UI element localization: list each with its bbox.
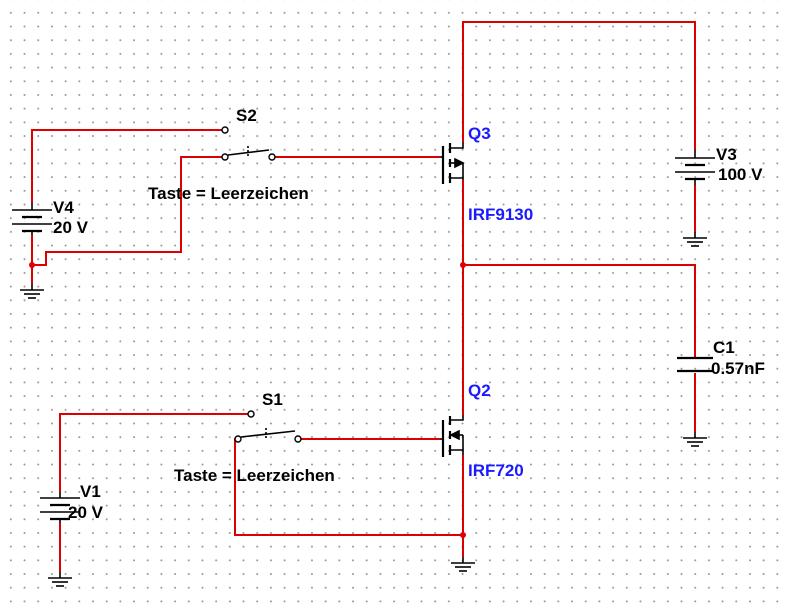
s2-key-label: Taste = Leerzeichen xyxy=(148,184,309,203)
s1-key-label: Taste = Leerzeichen xyxy=(174,466,335,485)
s2-ref-label: S2 xyxy=(236,106,257,125)
p-channel-mosfet-icon xyxy=(440,142,465,184)
battery-icon xyxy=(675,150,715,185)
junctions xyxy=(29,262,466,538)
v3-ref-label: V3 xyxy=(716,145,737,164)
ground-icon xyxy=(451,557,475,572)
junction-q2-source xyxy=(460,532,466,538)
v3-value-label: 100 V xyxy=(718,165,763,184)
q2-ref-label: Q2 xyxy=(468,381,491,400)
v1-ref-label: V1 xyxy=(80,482,101,501)
junction-output-node xyxy=(460,262,466,268)
wire-s2-common[interactable] xyxy=(32,156,225,266)
wire-s1-common[interactable] xyxy=(234,438,463,536)
mosfet-q2[interactable]: Q2 IRF720 xyxy=(440,381,524,480)
v4-ref-label: V4 xyxy=(53,198,74,217)
capacitor-c1[interactable]: C1 0.57nF xyxy=(677,338,765,378)
capacitor-icon xyxy=(677,356,713,373)
v4-value-label: 20 V xyxy=(53,218,89,237)
junction-v4-neg xyxy=(29,262,35,268)
switch-s2[interactable]: S2 Taste = Leerzeichen xyxy=(148,106,309,203)
ground-icon xyxy=(683,232,707,247)
v1-value-label: 20 V xyxy=(68,503,104,522)
q3-ref-label: Q3 xyxy=(468,124,491,143)
battery-icon xyxy=(12,203,52,235)
battery-v3[interactable]: V3 100 V xyxy=(675,145,763,185)
c1-ref-label: C1 xyxy=(713,338,735,357)
battery-v1[interactable]: V1 20 V xyxy=(40,482,104,523)
ground-icon xyxy=(683,432,707,447)
battery-v4[interactable]: V4 20 V xyxy=(12,198,89,237)
wire-node-to-c1[interactable] xyxy=(463,264,696,357)
ground-icon xyxy=(20,284,44,299)
ground-icon xyxy=(48,572,72,587)
c1-value-label: 0.57nF xyxy=(711,359,765,378)
wire-v1-to-s1[interactable] xyxy=(59,413,248,492)
q3-part-label: IRF9130 xyxy=(468,205,533,224)
s1-ref-label: S1 xyxy=(262,390,283,409)
ground-symbols xyxy=(20,232,707,587)
wire-v4-to-s2[interactable] xyxy=(31,129,222,203)
switch-s1[interactable]: S1 Taste = Leerzeichen xyxy=(174,390,335,485)
battery-icon xyxy=(40,492,80,523)
q2-part-label: IRF720 xyxy=(468,461,524,480)
switch-icon xyxy=(234,410,302,443)
wires xyxy=(31,21,696,572)
switch-icon xyxy=(221,126,276,161)
wire-q3-source-to-v3[interactable] xyxy=(462,21,696,150)
mosfet-q3[interactable]: Q3 IRF9130 xyxy=(440,124,533,224)
n-channel-mosfet-icon xyxy=(440,415,464,457)
